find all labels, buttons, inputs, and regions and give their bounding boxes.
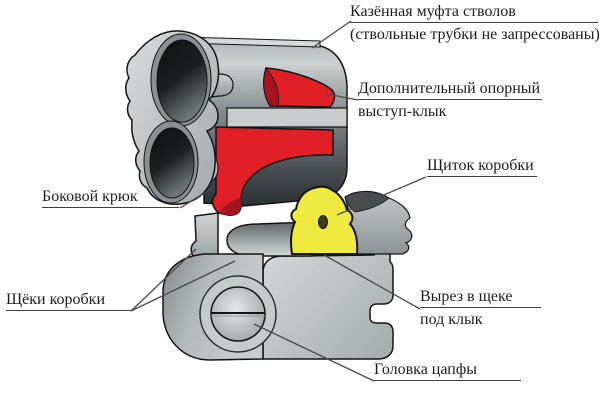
shield-pin-hole: [318, 215, 328, 229]
label-trunnion-head: Головка цапфы: [374, 360, 521, 383]
leader-breech-muff: [311, 20, 352, 49]
muff-light-band: [226, 107, 348, 128]
leader-receiver-shield: [336, 176, 427, 216]
label-breech-muff: Казённая муфта стволов (ствольные трубки…: [350, 2, 600, 44]
label-support-lug-line1: Дополнительный опорный: [358, 79, 542, 100]
label-receiver-shield: Щиток коробки: [427, 156, 537, 179]
label-cheek-cutout: Вырез в щеке под клык: [420, 287, 541, 329]
receiver-cheek-slab: [262, 249, 394, 360]
label-receiver-cheeks: Щёки коробки: [6, 290, 132, 313]
leader-side-hook: [179, 186, 215, 209]
label-cheek-cutout-line1: Вырез в щеке: [420, 287, 541, 308]
leader-trunnion-head: [253, 323, 375, 382]
top-bore: [156, 39, 208, 123]
side-hook-shade: [219, 198, 241, 216]
label-breech-muff-line1: Казённая муфта стволов: [350, 2, 598, 23]
leader-support-lug: [326, 93, 359, 101]
label-support-lug: Дополнительный опорный выступ-клык: [358, 79, 542, 121]
label-cheek-cutout-line2: под клык: [420, 311, 483, 328]
label-breech-muff-line2: (ствольные трубки не запрессованы): [350, 26, 600, 43]
receiver-illustration: [162, 185, 413, 361]
label-side-hook: Боковой крюк: [42, 187, 179, 210]
label-support-lug-line2: выступ-клык: [358, 103, 447, 120]
bottom-bore: [149, 127, 195, 199]
leader-cheek-cutout: [323, 254, 421, 310]
support-lug-facet: [263, 67, 279, 107]
leader-cheeks-1: [130, 248, 197, 312]
breech-muff-illustration: [125, 30, 348, 216]
leader-cheeks-2: [130, 260, 236, 312]
leader-lines: [130, 20, 427, 382]
